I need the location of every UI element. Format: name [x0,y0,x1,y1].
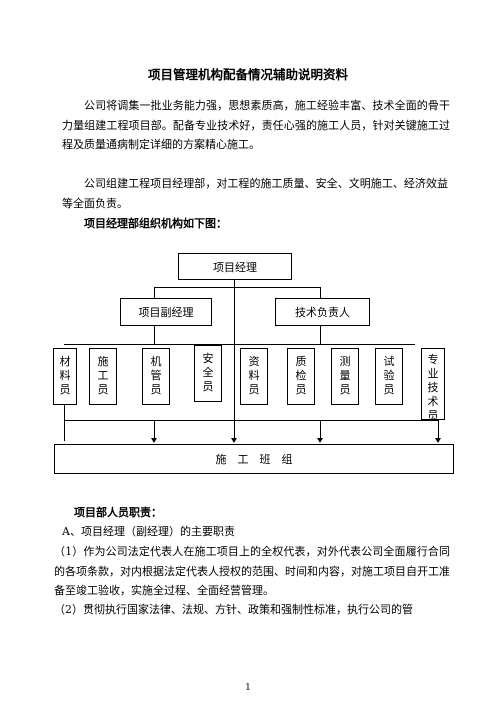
tech-connector [320,287,321,298]
staff-label: 资料员 [248,355,260,396]
arrow-down-icon [231,438,237,443]
staff-label: 试验员 [383,355,395,396]
deputy-connector [154,287,155,298]
drop-line-right [438,420,439,440]
drop-line-tech [320,420,321,440]
document-title: 项目管理机构配备情况辅助说明资料 [147,67,348,82]
upper-horizontal-line [154,287,321,288]
intro-paragraph-2: 公司组建工程项目经理部，对工程的施工质量、安全、文明施工、经济效益等全面负责。 [62,177,448,210]
duty-item-1: （1）作为公司法定代表人在施工项目上的全权代表，对外代表公司全面履行合同的各项条… [54,545,450,597]
tech-down-line [320,326,321,345]
duties-heading: 项目部人员职责： [74,506,162,519]
intro-paragraph-1: 公司将调集一批业务能力强，思想素质高，施工经验丰富、技术全面的骨干力量组建工程项… [62,99,450,151]
staff-box-survey: 测量员 [331,348,359,405]
deputy-down-line [154,326,155,345]
staff-box-machinery: 机管员 [142,348,170,405]
staff-label: 施工员 [97,355,109,396]
arrow-down-icon [435,438,441,443]
drop-line-left [64,405,65,441]
staff-box-testing: 试验员 [375,348,403,405]
staff-top-line [64,344,415,345]
staff-label: 安全员 [202,352,214,393]
staff-box-specialist: 专业技术员 [421,348,445,422]
staff-box-construction: 施工员 [89,348,117,405]
arrow-down-icon [317,438,323,443]
staff-label: 材料员 [59,355,71,396]
trunk-line [234,279,235,441]
arrow-down-icon [151,438,157,443]
construction-team-box: 施 工 班 组 [54,444,454,474]
org-chart-heading: 项目经理部组织机构如下图： [84,217,227,230]
staff-label: 机管员 [150,355,162,396]
staff-label: 专业技术员 [427,353,439,422]
staff-box-quality: 质检员 [287,348,315,405]
staff-box-materials: 材料员 [53,348,77,405]
drop-line-deputy [154,420,155,440]
deputy-manager-box: 项目副经理 [120,298,212,326]
page-number: 1 [245,683,251,693]
tech-lead-box: 技术负责人 [275,298,370,326]
staff-label: 测量员 [339,355,351,396]
duty-item-2: （2）贯彻执行国家法律、法规、方针、政策和强制性标准，执行公司的管 [54,603,413,616]
project-manager-box: 项目经理 [178,253,292,280]
staff-bottom-line [64,420,439,421]
duties-subheading: A、项目经理（副经理）的主要职责 [62,525,235,538]
staff-label: 质检员 [295,355,307,396]
staff-box-safety: 安全员 [194,345,222,402]
staff-box-documents: 资料员 [240,348,268,405]
